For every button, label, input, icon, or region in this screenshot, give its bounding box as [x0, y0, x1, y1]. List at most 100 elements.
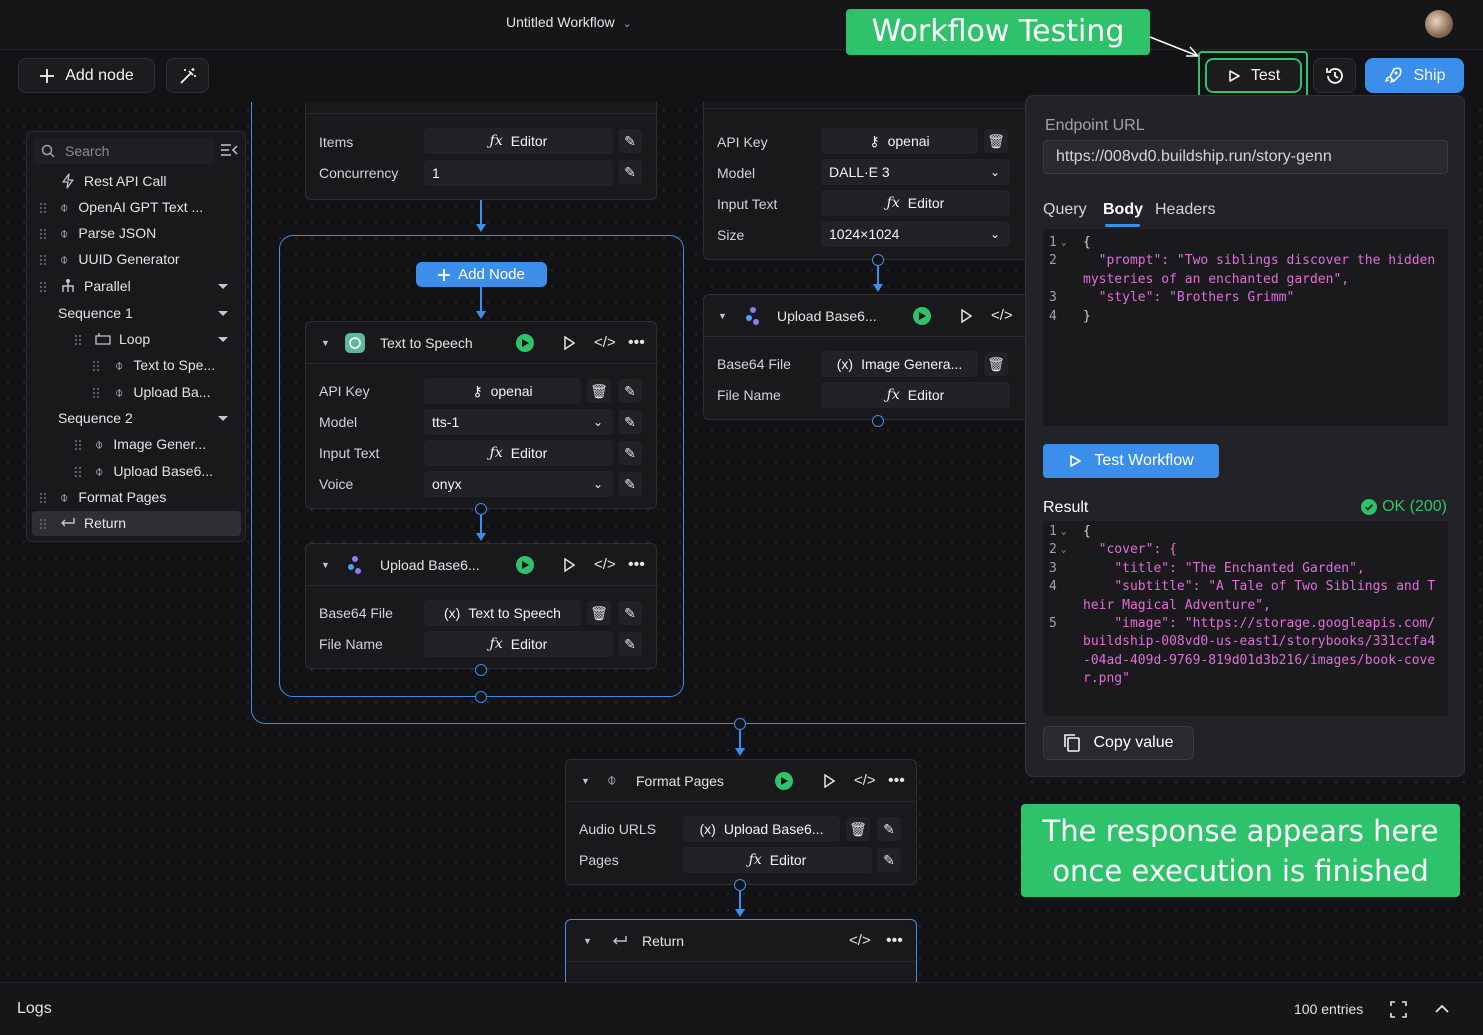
concurrency-field[interactable]: 1	[424, 160, 613, 186]
connector-handle[interactable]	[872, 254, 884, 266]
caret-down-icon[interactable]: ▼	[581, 775, 590, 786]
connector-handle[interactable]	[734, 879, 746, 891]
endpoint-url-input[interactable]: https://008vd0.buildship.run/story-genn	[1043, 140, 1448, 174]
run-node-icon[interactable]	[775, 771, 793, 790]
drag-handle-icon[interactable]	[39, 518, 47, 530]
text-to-speech-node[interactable]: ▼ Text to Speech </> ••• API Key ⚷openai…	[305, 321, 657, 509]
copy-value-button[interactable]: Copy value	[1043, 726, 1194, 760]
audio-urls-field[interactable]: (x)Upload Base6...	[683, 816, 840, 842]
connector-handle[interactable]	[475, 503, 487, 515]
image-generation-node[interactable]: API Key ⚷openai 🗑 Model DALL·E 3⌄ Input …	[703, 102, 1033, 260]
tab-body[interactable]: Body	[1103, 201, 1143, 218]
more-icon[interactable]: •••	[628, 555, 645, 573]
sidebar-item-uuid-generator[interactable]: ⌽UUID Generator	[60, 247, 180, 271]
edit-icon[interactable]: ✎	[618, 129, 642, 153]
search-input[interactable]: Search	[33, 138, 215, 164]
sidebar-item-sequence-1[interactable]: Sequence 1	[58, 301, 133, 325]
run-node-icon[interactable]	[516, 333, 534, 352]
run-node-icon[interactable]	[913, 306, 931, 325]
upload-base64-node-left[interactable]: ▼ Upload Base6... </> ••• Base64 File (x…	[305, 543, 657, 669]
upload-base64-node-right[interactable]: ▼ Upload Base6... </> Base64 File (x)Ima…	[703, 294, 1033, 420]
edit-icon[interactable]: ✎	[618, 601, 642, 625]
edit-icon[interactable]: ✎	[618, 160, 642, 184]
chevron-up-icon[interactable]	[1435, 1004, 1449, 1014]
edit-icon[interactable]: ✎	[877, 817, 901, 841]
fold-icon[interactable]: ⌄	[1061, 545, 1067, 556]
sidebar-item-parallel[interactable]: Parallel	[60, 274, 131, 298]
code-icon[interactable]: </>	[849, 932, 871, 949]
play-icon[interactable]	[563, 557, 575, 572]
sidebar-item-loop[interactable]: Loop	[95, 327, 150, 351]
drag-handle-icon[interactable]	[39, 492, 47, 504]
run-node-icon[interactable]	[516, 555, 534, 574]
drag-handle-icon[interactable]	[74, 439, 82, 451]
edit-icon[interactable]: ✎	[618, 441, 642, 465]
more-icon[interactable]: •••	[888, 771, 905, 789]
base64-file-field[interactable]: (x)Text to Speech	[424, 600, 581, 626]
tab-headers[interactable]: Headers	[1155, 201, 1216, 218]
drag-handle-icon[interactable]	[39, 281, 47, 293]
test-button[interactable]: Test	[1203, 56, 1304, 95]
sidebar-item-sequence-2[interactable]: Sequence 2	[58, 406, 133, 430]
drag-handle-icon[interactable]	[92, 360, 100, 372]
add-node-button[interactable]: Add node	[18, 58, 155, 93]
code-icon[interactable]: </>	[991, 307, 1013, 324]
format-pages-node[interactable]: ▼ ⌽ Format Pages </> ••• Audio URLS (x)U…	[565, 759, 917, 885]
return-node[interactable]: ▼ Return </> •••	[565, 919, 917, 982]
sidebar-item-upload-base64-2[interactable]: ⌽Upload Base6...	[95, 459, 213, 483]
fold-icon[interactable]: ⌄	[1061, 238, 1067, 248]
history-button[interactable]	[1313, 58, 1356, 93]
code-icon[interactable]: </>	[854, 772, 876, 789]
collapse-sidebar-icon[interactable]	[220, 143, 238, 157]
edit-icon[interactable]: ✎	[618, 472, 642, 496]
connector-handle[interactable]	[475, 691, 487, 703]
trash-icon[interactable]: 🗑	[587, 379, 611, 403]
model-select[interactable]: tts-1⌄	[424, 409, 613, 435]
avatar[interactable]	[1425, 10, 1453, 38]
caret-down-icon[interactable]: ▼	[583, 935, 592, 946]
connector-handle[interactable]	[734, 718, 746, 730]
edit-icon[interactable]: ✎	[877, 848, 901, 872]
sidebar-item-return[interactable]: Return	[60, 511, 126, 535]
caret-down-icon[interactable]	[218, 337, 228, 342]
play-icon[interactable]	[823, 773, 835, 788]
play-icon[interactable]	[960, 308, 972, 323]
workflow-title[interactable]: Untitled Workflow⌄	[506, 14, 632, 30]
sidebar-item-text-to-speech[interactable]: ⌽Text to Spe...	[115, 353, 215, 377]
sidebar-item-openai-gpt[interactable]: ⌽OpenAI GPT Text ...	[60, 195, 203, 219]
request-body-editor[interactable]: 1⌄{ 2 "prompt": "Two siblings discover t…	[1043, 229, 1448, 426]
ship-button[interactable]: Ship	[1365, 58, 1464, 93]
caret-down-icon[interactable]: ▼	[321, 337, 330, 348]
drag-handle-icon[interactable]	[39, 202, 47, 214]
code-icon[interactable]: </>	[594, 556, 616, 573]
magic-wand-button[interactable]	[166, 58, 209, 93]
caret-down-icon[interactable]	[218, 284, 228, 289]
connector-handle[interactable]	[872, 415, 884, 427]
caret-down-icon[interactable]: ▼	[718, 310, 727, 321]
fullscreen-icon[interactable]	[1390, 1001, 1407, 1018]
sidebar-item-image-generation[interactable]: ⌽Image Gener...	[95, 432, 206, 456]
tab-query[interactable]: Query	[1043, 201, 1087, 218]
drag-handle-icon[interactable]	[74, 334, 82, 346]
sidebar-item-format-pages[interactable]: ⌽Format Pages	[60, 485, 166, 509]
caret-down-icon[interactable]: ▼	[321, 559, 330, 570]
drag-handle-icon[interactable]	[92, 387, 100, 399]
api-key-field[interactable]: ⚷openai	[424, 378, 581, 404]
test-workflow-button[interactable]: Test Workflow	[1043, 444, 1219, 478]
add-node-inline-button[interactable]: Add Node	[416, 262, 547, 287]
sidebar-item-rest-api-call[interactable]: Rest API Call	[60, 169, 166, 193]
connector-handle[interactable]	[475, 664, 487, 676]
api-key-field[interactable]: ⚷openai	[821, 128, 978, 154]
logs-label[interactable]: Logs	[17, 1000, 52, 1017]
trash-icon[interactable]: 🗑	[587, 601, 611, 625]
drag-handle-icon[interactable]	[39, 254, 47, 266]
drag-handle-icon[interactable]	[39, 228, 47, 240]
more-icon[interactable]: •••	[886, 931, 903, 949]
